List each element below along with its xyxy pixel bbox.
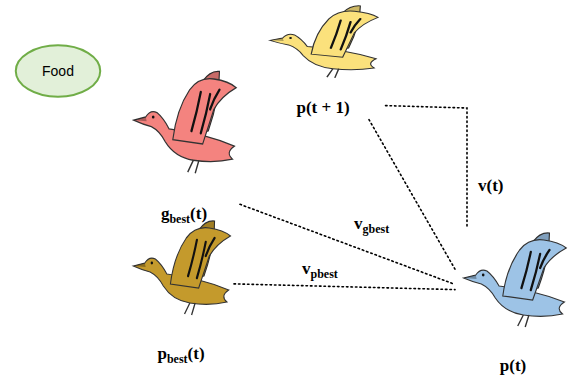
food-ellipse: Food (14, 43, 102, 99)
goose-personal-best (133, 221, 230, 315)
ellipse-shape (16, 45, 100, 97)
node-label: gbest(t) (159, 204, 209, 224)
velocity-label: vpbest (300, 259, 340, 279)
pbest-velocity-line (234, 284, 455, 290)
sum-line (368, 118, 455, 269)
global-best-goose: gbest(t) (128, 64, 240, 224)
goose-next-position (270, 6, 378, 78)
velocity-line (384, 106, 467, 226)
velocity-label: v(t) (476, 176, 505, 196)
personal-best-goose: pbest(t) (128, 214, 234, 364)
goose-current-position (464, 233, 567, 327)
node-label: p(t + 1) (294, 98, 351, 118)
velocity-label: vgbest (352, 214, 391, 234)
node-label: pbest(t) (155, 344, 206, 364)
next-position-goose: p(t + 1) (262, 0, 384, 118)
current-position-goose: p(t) (455, 226, 571, 376)
gbest-velocity-line (240, 204, 455, 284)
node-label: p(t) (498, 356, 528, 376)
node-label: Food (42, 62, 74, 80)
goose-global-best (134, 71, 237, 173)
